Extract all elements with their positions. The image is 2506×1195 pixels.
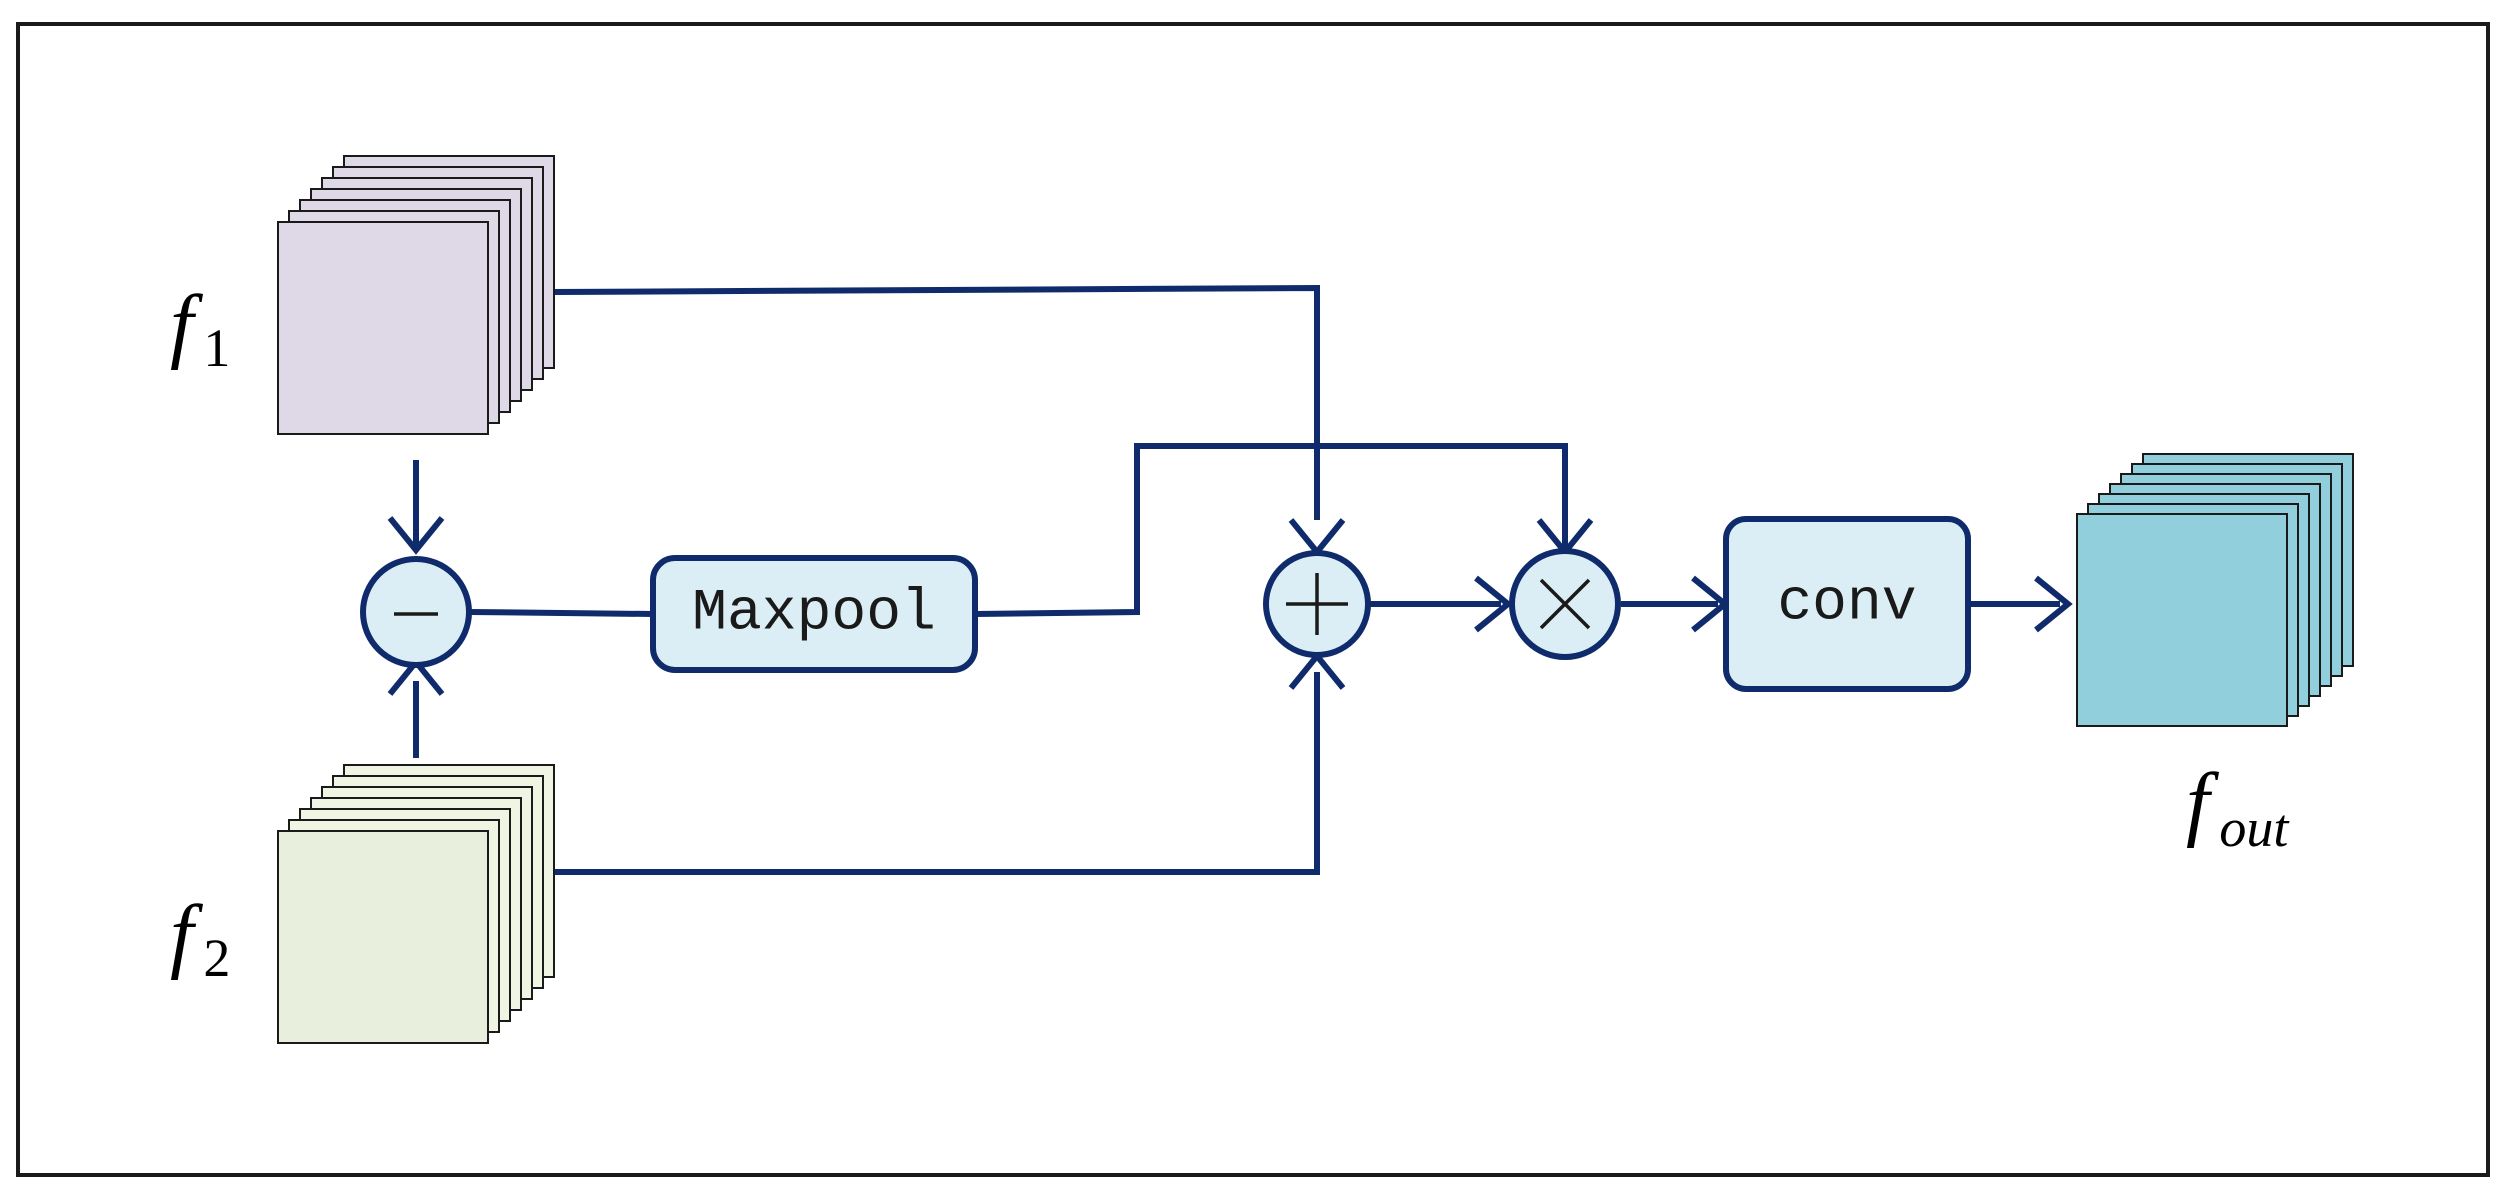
arrowhead-multiply-left [1474,575,1513,633]
times-icon [1539,578,1591,630]
maxpool-to-multiply-line [974,443,1568,617]
plus-icon [1286,573,1348,635]
f2-subscript: 2 [203,928,230,988]
subtract-to-maxpool-line [469,609,654,617]
arrowhead-f1-down [387,516,445,555]
f2-to-add-line [553,672,1320,875]
f2-feature-map-stack [277,764,555,1044]
f1-to-add-line [552,284,1320,520]
conv-box [1723,516,1971,692]
subtract-node [360,556,472,668]
f1-feature-map-sheet [277,221,489,435]
conv-block: conv [1723,516,1971,692]
arrowhead-output [2034,575,2073,633]
maxpool-block: Maxpool [650,555,978,673]
maxpool-label: Maxpool [692,582,936,647]
output-feature-map-stack [2076,453,2354,727]
add-node [1263,550,1371,658]
f2-feature-map-sheet [277,830,489,1044]
maxpool-box [650,555,978,673]
subtract-circle [360,556,472,668]
output-feature-map-sheet [2076,513,2288,727]
f1-subscript: 1 [203,318,230,378]
output-subscript: out [2219,798,2290,858]
multiply-node [1509,548,1621,660]
connectors [413,284,2060,875]
conv-label: conv [1777,572,1916,637]
f1-feature-map-stack [277,155,555,435]
